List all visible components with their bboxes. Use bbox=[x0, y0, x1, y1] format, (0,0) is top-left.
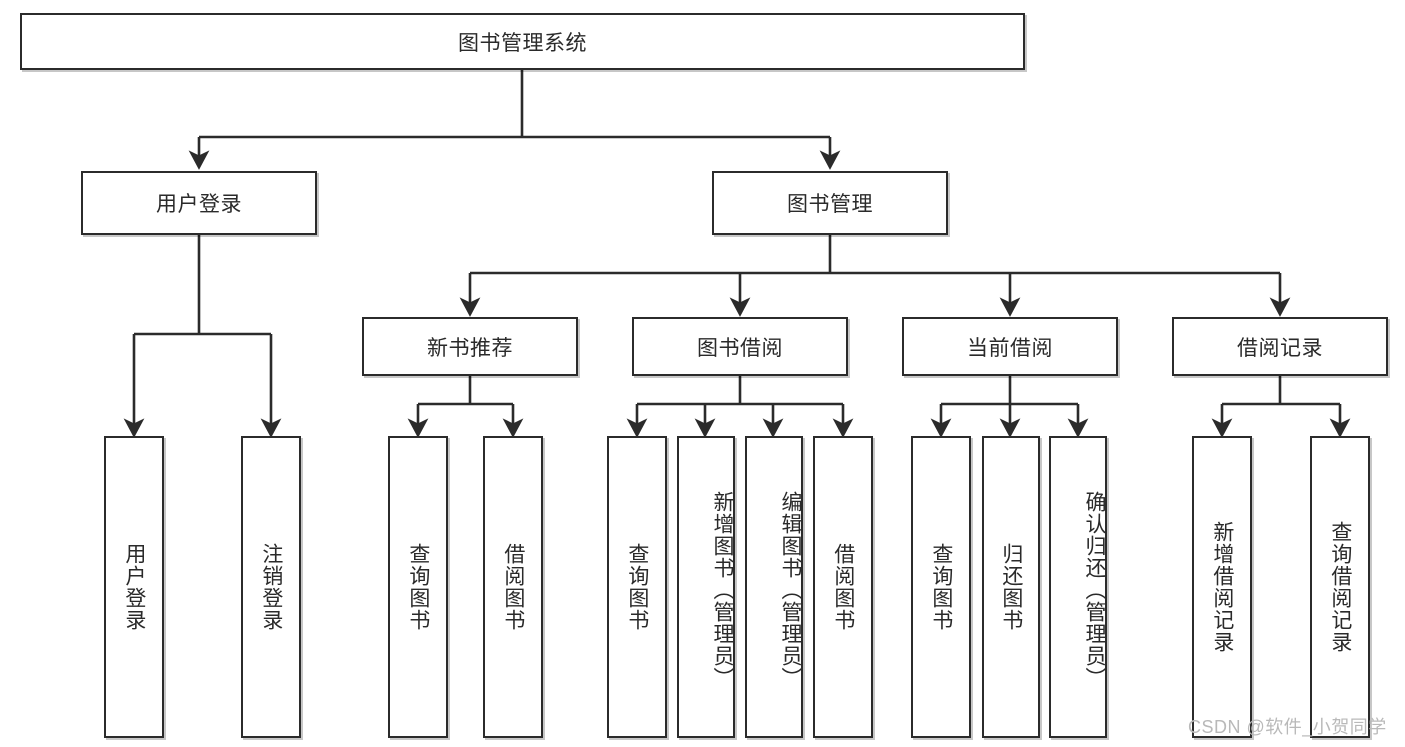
node-leaf-user-login[interactable]: 用户登录 bbox=[104, 436, 164, 738]
node-leaf-borrow-book-borrow[interactable]: 借阅图书 bbox=[813, 436, 873, 738]
node-label: 新增图书（管理员） bbox=[711, 491, 734, 689]
node-label: 借阅图书 bbox=[831, 543, 855, 631]
node-book-management[interactable]: 图书管理 bbox=[712, 171, 948, 235]
node-label: 注销登录 bbox=[259, 543, 283, 631]
node-new-book-recommend[interactable]: 新书推荐 bbox=[362, 317, 578, 376]
node-label: 确认归还（管理员） bbox=[1083, 491, 1106, 689]
node-label: 借阅图书 bbox=[501, 543, 525, 631]
node-label: 归还图书 bbox=[999, 543, 1023, 631]
node-label: 新增借阅记录 bbox=[1210, 521, 1234, 653]
node-leaf-return-book[interactable]: 归还图书 bbox=[982, 436, 1040, 738]
node-borrow-record[interactable]: 借阅记录 bbox=[1172, 317, 1388, 376]
node-leaf-add-borrow-record[interactable]: 新增借阅记录 bbox=[1192, 436, 1252, 738]
node-label: 查询图书 bbox=[406, 543, 430, 631]
watermark: CSDN @软件_小贺同学 bbox=[1188, 717, 1387, 737]
node-label: 图书借阅 bbox=[697, 336, 783, 360]
node-label: 用户登录 bbox=[122, 543, 146, 631]
node-label: 图书管理 bbox=[787, 193, 873, 216]
node-label: 查询借阅记录 bbox=[1328, 521, 1352, 653]
node-leaf-query-book-current[interactable]: 查询图书 bbox=[911, 436, 971, 738]
node-label: 新书推荐 bbox=[427, 336, 513, 360]
node-leaf-add-book-admin[interactable]: 新增图书（管理员） bbox=[677, 436, 735, 738]
node-leaf-borrow-book-newbook[interactable]: 借阅图书 bbox=[483, 436, 543, 738]
node-label: 编辑图书（管理员） bbox=[779, 491, 802, 689]
node-leaf-logout[interactable]: 注销登录 bbox=[241, 436, 301, 738]
node-label: 查询图书 bbox=[625, 543, 649, 631]
node-book-borrow[interactable]: 图书借阅 bbox=[632, 317, 848, 376]
node-current-borrow[interactable]: 当前借阅 bbox=[902, 317, 1118, 376]
node-leaf-query-borrow-record[interactable]: 查询借阅记录 bbox=[1310, 436, 1370, 738]
node-leaf-query-book-borrow[interactable]: 查询图书 bbox=[607, 436, 667, 738]
node-leaf-edit-book-admin[interactable]: 编辑图书（管理员） bbox=[745, 436, 803, 738]
node-label: 用户登录 bbox=[156, 193, 242, 216]
node-label: 图书管理系统 bbox=[458, 31, 587, 55]
node-leaf-query-book-newbook[interactable]: 查询图书 bbox=[388, 436, 448, 738]
node-root[interactable]: 图书管理系统 bbox=[20, 13, 1025, 70]
node-user-login[interactable]: 用户登录 bbox=[81, 171, 317, 235]
node-label: 当前借阅 bbox=[967, 336, 1053, 360]
node-leaf-confirm-return-admin[interactable]: 确认归还（管理员） bbox=[1049, 436, 1107, 738]
node-label: 查询图书 bbox=[929, 543, 953, 631]
node-label: 借阅记录 bbox=[1237, 336, 1323, 360]
